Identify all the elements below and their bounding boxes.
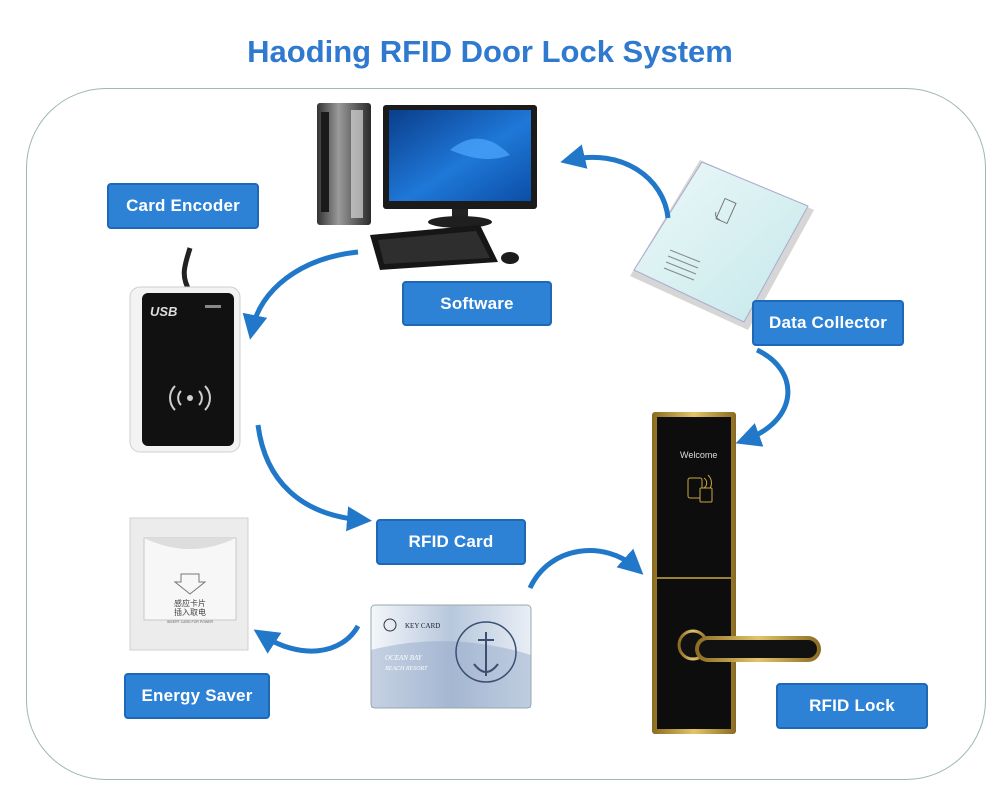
saver-text-en: INSERT CARD FOR POWER xyxy=(167,620,214,624)
diagram-frame xyxy=(26,88,986,780)
rfid-lock-illustration: Welcome xyxy=(652,412,821,734)
label-card-encoder: Card Encoder xyxy=(107,183,259,229)
ocean-bay-text: OCEAN BAY xyxy=(385,654,423,662)
flow-arrows xyxy=(242,144,791,654)
arrow-card-to-lock xyxy=(527,548,644,590)
arrow-collector-to-software xyxy=(560,144,671,219)
energy-saver-illustration: 感应卡片 插入取电 INSERT CARD FOR POWER xyxy=(129,517,249,651)
label-rfid-lock: RFID Lock xyxy=(776,683,928,729)
arrow-software-to-encoder xyxy=(242,249,359,340)
saver-text-cn-2: 插入取电 xyxy=(174,607,206,617)
label-energy-saver: Energy Saver xyxy=(124,673,270,719)
usb-logo-text: USB xyxy=(150,304,177,319)
key-card-text: KEY CARD xyxy=(405,622,440,630)
arrow-encoder-to-card xyxy=(255,424,372,532)
label-rfid-card: RFID Card xyxy=(376,519,526,565)
data-collector-illustration xyxy=(630,160,814,330)
label-software: Software xyxy=(402,281,552,326)
beach-resort-text: BEACH RESORT xyxy=(385,666,428,672)
page-title: Haoding RFID Door Lock System xyxy=(247,34,733,69)
welcome-text: Welcome xyxy=(680,450,717,460)
rfid-card-illustration: KEY CARD OCEAN BAY BEACH RESORT xyxy=(370,604,532,709)
arrow-collector-to-lock xyxy=(735,347,791,447)
arrow-card-to-saver xyxy=(253,624,361,654)
label-data-collector: Data Collector xyxy=(752,300,904,346)
card-encoder-illustration: USB xyxy=(129,247,241,453)
computer-illustration xyxy=(317,103,537,270)
saver-text-cn-1: 感应卡片 xyxy=(174,598,206,608)
